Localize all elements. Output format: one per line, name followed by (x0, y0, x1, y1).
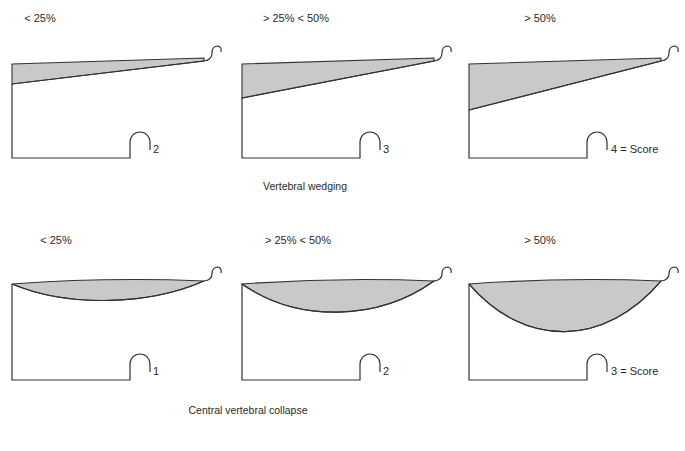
vertebra-outline (12, 46, 221, 158)
collapsed-vertebra (469, 267, 678, 380)
score-number: 4 = Score (611, 143, 658, 156)
collapsed-vertebra (12, 267, 221, 380)
score-number: 3 (383, 143, 389, 156)
row-caption: Central vertebral collapse (188, 404, 307, 417)
percent-range: > 50% (524, 234, 556, 247)
vertebra-outline (242, 46, 451, 158)
collapse-shading (469, 280, 661, 332)
vertebra-outline (469, 267, 678, 380)
collapse-shading (242, 280, 434, 313)
wedged-vertebra (469, 46, 678, 158)
vertebra-outline (242, 267, 451, 380)
score-number: 1 (153, 365, 159, 378)
score-number: 2 (153, 143, 159, 156)
vertebra-outline (469, 46, 678, 158)
wedged-vertebra (12, 46, 221, 158)
wedged-vertebra (242, 46, 451, 158)
percent-range: < 25% (24, 12, 56, 25)
row-caption: Vertebral wedging (263, 180, 347, 193)
percent-range: > 50% (524, 12, 556, 25)
collapsed-vertebra (242, 267, 451, 380)
score-number: 3 = Score (611, 365, 658, 378)
percent-range: > 25% < 50% (265, 234, 331, 247)
score-number: 2 (383, 365, 389, 378)
vertebra-outline (12, 267, 221, 380)
percent-range: > 25% < 50% (263, 12, 329, 25)
collapse-shading (12, 280, 204, 301)
percent-range: < 25% (40, 234, 72, 247)
